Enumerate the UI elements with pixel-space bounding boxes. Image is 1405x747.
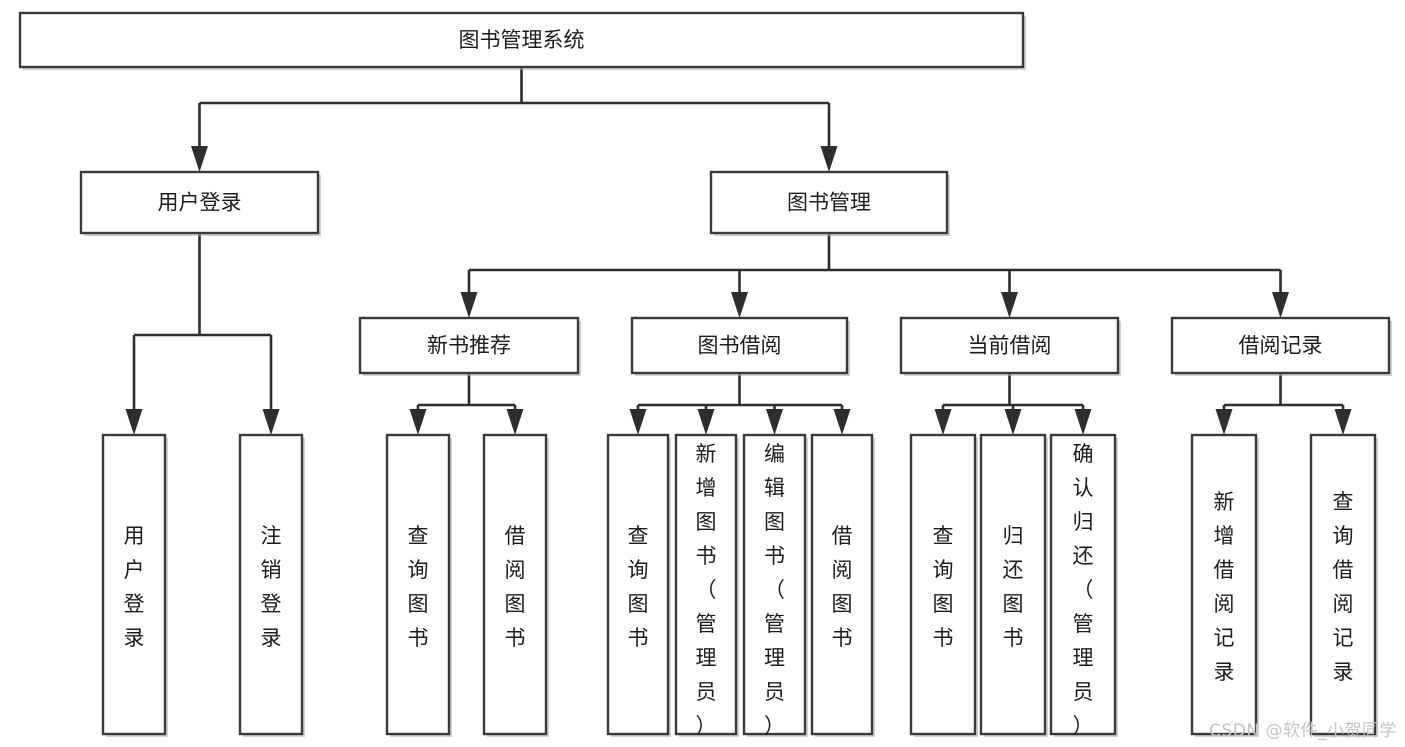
node-root[interactable]: 图书管理系统 <box>18 11 1026 70</box>
node-box[interactable] <box>709 170 949 235</box>
arrow-head-icon <box>1272 292 1289 318</box>
node-leaf-11[interactable]: 确认归还（管理员） <box>1049 433 1118 738</box>
connector-layer <box>125 67 1352 435</box>
node-box[interactable] <box>101 433 167 736</box>
node-label: 查询图书 <box>628 524 649 650</box>
node-box[interactable] <box>238 433 304 736</box>
node-label: 查询图书 <box>933 524 954 650</box>
connector-group <box>934 373 1092 435</box>
node-box[interactable] <box>606 433 670 736</box>
node-box[interactable] <box>18 11 1025 69</box>
node-label: 当前借阅 <box>968 334 1052 358</box>
node-newbooks[interactable]: 新书推荐 <box>358 316 581 376</box>
node-label: 新书推荐 <box>427 334 511 358</box>
arrow-head-icon <box>934 409 952 435</box>
arrow-head-icon <box>125 409 143 435</box>
arrow-head-icon <box>1074 409 1092 435</box>
arrow-head-icon <box>460 292 478 318</box>
node-label: 确认归还（管理员） <box>1073 442 1094 738</box>
node-leaf-2[interactable]: 注销登录 <box>238 433 305 737</box>
arrow-head-icon <box>1334 409 1352 435</box>
node-label: 编辑图书（管理员） <box>764 442 785 738</box>
node-box[interactable] <box>899 316 1120 375</box>
node-layer: 图书管理系统用户登录图书管理新书推荐图书借阅当前借阅借阅记录用户登录注销登录查询… <box>18 11 1392 738</box>
node-bookmgmt[interactable]: 图书管理 <box>709 170 950 236</box>
node-label: 图书管理 <box>787 191 871 215</box>
arrow-head-icon <box>1001 292 1018 318</box>
node-box[interactable] <box>1190 433 1258 736</box>
node-label: 图书借阅 <box>698 334 782 358</box>
node-records[interactable]: 借阅记录 <box>1170 316 1392 376</box>
connector-group <box>409 373 524 435</box>
node-leaf-3[interactable]: 查询图书 <box>385 433 452 737</box>
arrow-head-icon <box>191 146 208 172</box>
node-box[interactable] <box>630 316 849 375</box>
arrow-head-icon <box>262 409 280 435</box>
node-label: 借阅图书 <box>505 524 526 650</box>
node-box[interactable] <box>979 433 1047 736</box>
node-leaf-10[interactable]: 归还图书 <box>979 433 1048 737</box>
arrow-head-icon <box>766 409 783 435</box>
arrow-head-icon <box>506 409 524 435</box>
node-login[interactable]: 用户登录 <box>79 170 321 236</box>
node-leaf-9[interactable]: 查询图书 <box>909 433 978 737</box>
node-label: 图书管理系统 <box>459 28 585 52</box>
node-box[interactable] <box>385 433 451 736</box>
node-label: 新增借阅记录 <box>1214 490 1235 684</box>
node-label: 新增图书（管理员） <box>696 442 717 738</box>
node-leaf-7[interactable]: 编辑图书（管理员） <box>742 433 808 738</box>
arrow-head-icon <box>731 292 748 318</box>
node-box[interactable] <box>79 170 320 235</box>
node-box[interactable] <box>1170 316 1391 375</box>
node-leaf-1[interactable]: 用户登录 <box>101 433 168 737</box>
connector-group <box>629 373 851 435</box>
node-label: 用户登录 <box>158 191 242 215</box>
connector-group <box>1215 373 1352 435</box>
connector-group <box>460 233 1289 318</box>
node-box[interactable] <box>810 433 874 736</box>
arrow-head-icon <box>1215 409 1233 435</box>
arrow-head-icon <box>409 409 427 435</box>
node-box[interactable] <box>358 316 580 375</box>
node-label: 用户登录 <box>124 524 145 650</box>
connector-group <box>191 67 838 172</box>
node-box[interactable] <box>482 433 548 736</box>
node-box[interactable] <box>909 433 977 736</box>
node-box[interactable] <box>674 433 738 736</box>
node-box[interactable] <box>1049 433 1117 736</box>
node-leaf-4[interactable]: 借阅图书 <box>482 433 549 737</box>
node-box[interactable] <box>1309 433 1377 736</box>
connector-group <box>125 233 280 435</box>
arrow-head-icon <box>629 409 647 435</box>
node-label: 归还图书 <box>1003 524 1024 650</box>
arrow-head-icon <box>820 146 838 172</box>
node-label: 借阅图书 <box>832 524 853 650</box>
node-leaf-13[interactable]: 查询借阅记录 <box>1309 433 1378 737</box>
node-label: 借阅记录 <box>1239 334 1323 358</box>
node-label: 查询借阅记录 <box>1333 490 1354 684</box>
arrow-head-icon <box>1004 409 1022 435</box>
arrow-head-icon <box>697 409 715 435</box>
node-leaf-6[interactable]: 新增图书（管理员） <box>674 433 739 738</box>
node-current[interactable]: 当前借阅 <box>899 316 1121 376</box>
arrow-head-icon <box>833 409 851 435</box>
node-leaf-12[interactable]: 新增借阅记录 <box>1190 433 1259 737</box>
node-leaf-8[interactable]: 借阅图书 <box>810 433 875 737</box>
node-label: 查询图书 <box>408 524 429 650</box>
node-borrow[interactable]: 图书借阅 <box>630 316 850 376</box>
node-leaf-5[interactable]: 查询图书 <box>606 433 671 737</box>
node-box[interactable] <box>742 433 807 736</box>
node-label: 注销登录 <box>261 524 282 650</box>
